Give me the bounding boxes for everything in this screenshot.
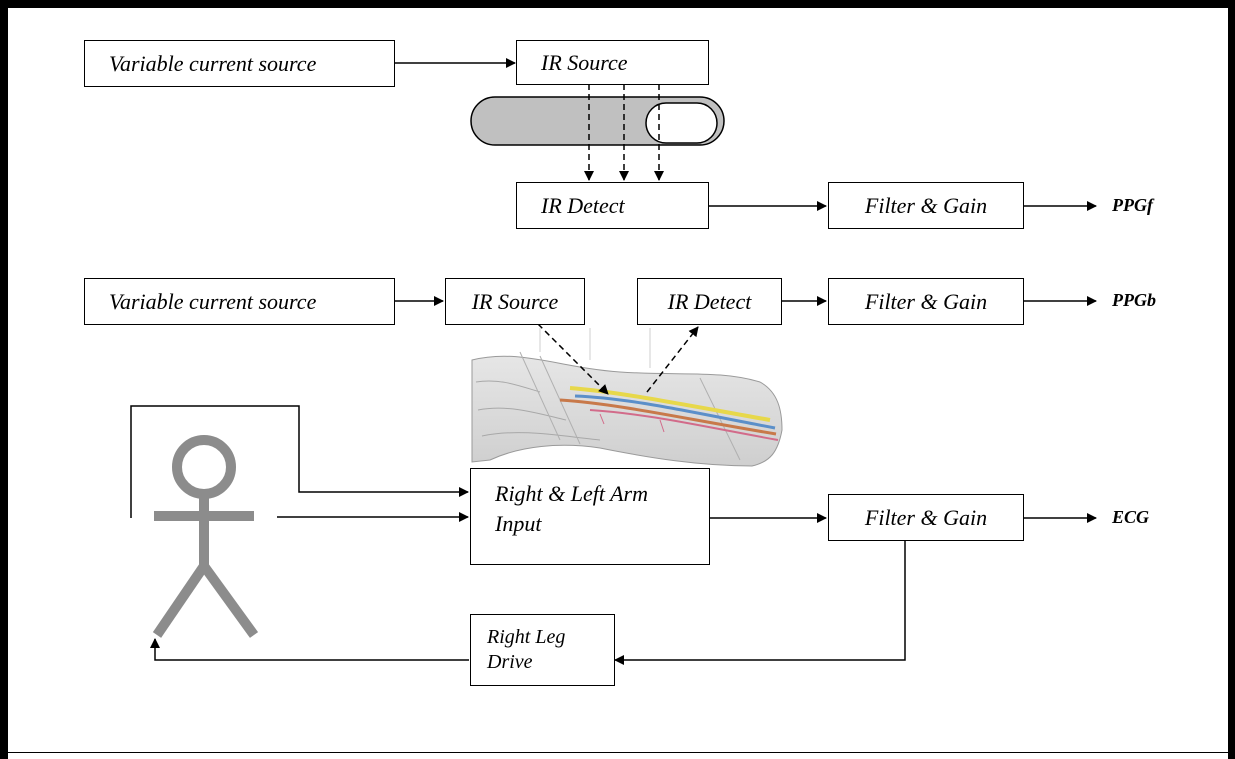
right-leg-drive-line2: Drive (487, 650, 565, 675)
finger-illustration (471, 97, 724, 145)
arm-input-line2: Input (495, 509, 648, 539)
ppgf-ir-detect-box: IR Detect (516, 182, 709, 229)
ppgb-filter-gain-box: Filter & Gain (828, 278, 1024, 325)
ppgb-current-source-label: Variable current source (109, 289, 316, 315)
forearm-anatomy-illustration (472, 328, 782, 466)
ppgb-ir-source-box: IR Source (445, 278, 585, 325)
right-leg-drive-box: Right Leg Drive (470, 614, 615, 686)
arm-input-line1: Right & Left Arm (495, 479, 648, 509)
ppgf-filter-gain-label: Filter & Gain (865, 193, 987, 219)
ppgb-ir-source-label: IR Source (472, 289, 559, 315)
ppgb-output-label: PPGb (1112, 290, 1156, 311)
ppgf-current-source-box: Variable current source (84, 40, 395, 87)
arm-input-box: Right & Left Arm Input (470, 468, 710, 565)
ppgb-ir-detect-box: IR Detect (637, 278, 782, 325)
ppgf-filter-gain-box: Filter & Gain (828, 182, 1024, 229)
arm-input-text: Right & Left Arm Input (495, 479, 648, 539)
ppgb-ir-detect-label: IR Detect (668, 289, 752, 315)
ecg-filter-gain-label: Filter & Gain (865, 505, 987, 531)
ppgf-current-source-label: Variable current source (109, 51, 316, 77)
ppgb-filter-gain-label: Filter & Gain (865, 289, 987, 315)
ppgf-ir-source-label: IR Source (541, 50, 628, 76)
ppgf-output-label: PPGf (1112, 195, 1153, 216)
stick-figure-person (154, 440, 254, 635)
ppgf-ir-source-box: IR Source (516, 40, 709, 85)
ecg-output-label: ECG (1112, 507, 1149, 528)
right-leg-drive-text: Right Leg Drive (487, 625, 565, 675)
ecg-filter-gain-box: Filter & Gain (828, 494, 1024, 541)
ppgb-current-source-box: Variable current source (84, 278, 395, 325)
ppgf-ir-detect-label: IR Detect (541, 193, 625, 219)
right-leg-drive-line1: Right Leg (487, 625, 565, 650)
